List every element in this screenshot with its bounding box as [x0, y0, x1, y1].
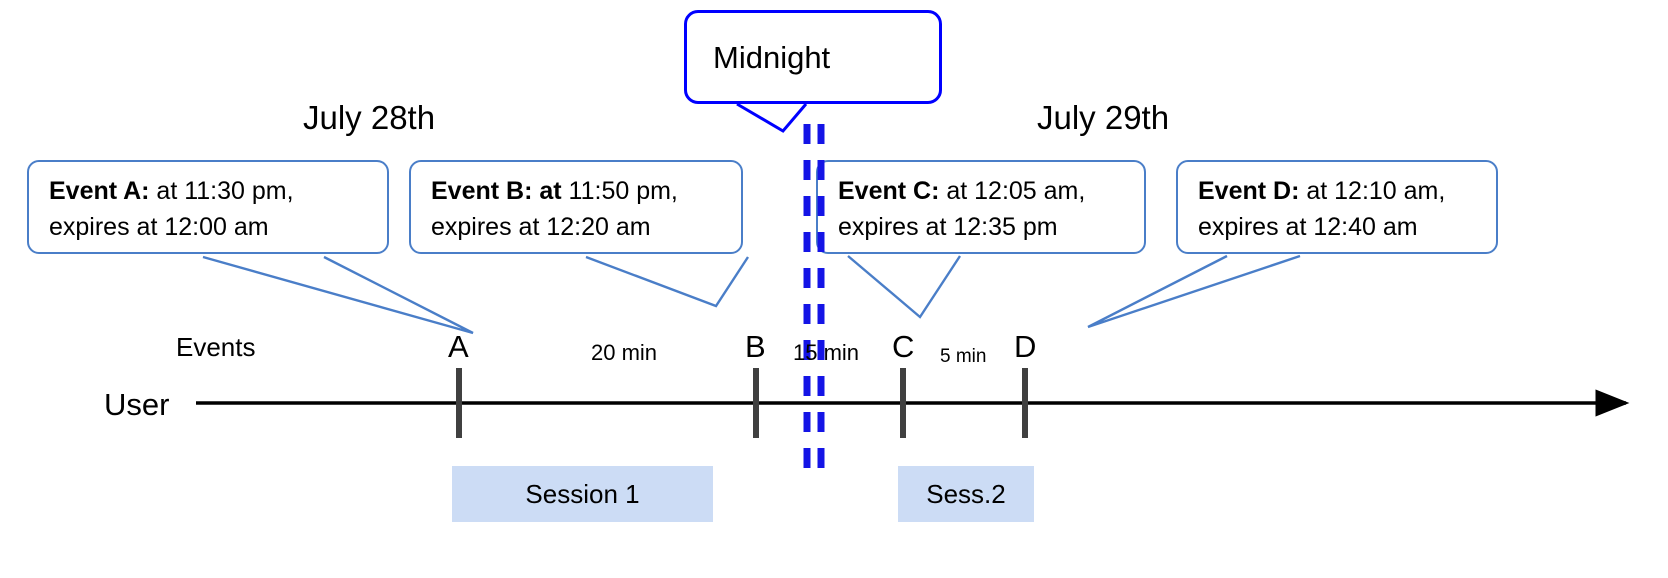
- events-row-label: Events: [176, 332, 256, 362]
- callout-event-d: Event D: at 12:10 am, expires at 12:40 a…: [1176, 160, 1498, 254]
- callout-event-d-bold: Event D:: [1198, 177, 1300, 205]
- gap-label-c-to-d: 5 min: [940, 346, 987, 367]
- callout-event-d-line2: expires at 12:40 am: [1198, 213, 1418, 241]
- callout-event-d-rest: at 12:10 am,: [1299, 177, 1446, 205]
- event-letter-a: A: [448, 329, 469, 364]
- midnight-callout-box: Midnight: [684, 10, 942, 104]
- leader-line-event-a: [202, 255, 474, 335]
- midnight-tail: [736, 102, 808, 133]
- event-letter-b: B: [745, 329, 766, 364]
- callout-event-c-line2: expires at 12:35 pm: [838, 213, 1058, 241]
- callout-event-a-line2: expires at 12:00 am: [49, 213, 269, 241]
- callout-event-a-bold: Event A:: [49, 177, 150, 205]
- callout-event-b-rest: 11:50 pm,: [561, 177, 678, 205]
- leader-line-event-d: [1087, 254, 1301, 329]
- leader-line-event-c: [847, 255, 962, 319]
- gap-label-b-to-c: 15 min: [793, 340, 860, 365]
- callout-event-a-line1: Event A: at 11:30 pm,: [49, 173, 373, 209]
- midnight-label: Midnight: [713, 39, 831, 75]
- callout-event-a-rest: at 11:30 pm,: [149, 177, 294, 205]
- callout-event-c: Event C: at 12:05 am, expires at 12:35 p…: [816, 160, 1146, 254]
- callout-event-a: Event A: at 11:30 pm, expires at 12:00 a…: [27, 160, 389, 254]
- session-box-2-label: Sess.2: [926, 478, 1006, 509]
- callout-event-b-line1: Event B: at 11:50 pm,: [431, 173, 727, 209]
- callout-event-c-rest: at 12:05 am,: [939, 177, 1086, 205]
- event-letter-d: D: [1014, 329, 1037, 364]
- gap-label-a-to-b: 20 min: [591, 340, 658, 365]
- callout-event-c-bold: Event C:: [838, 177, 940, 205]
- date-label-july-28: July 28th: [303, 99, 436, 136]
- callout-event-b-bold: Event B: at: [431, 177, 562, 205]
- callout-event-d-line1: Event D: at 12:10 am,: [1198, 173, 1482, 209]
- leader-line-event-b: [585, 255, 750, 308]
- session-box-1: Session 1: [452, 466, 713, 522]
- date-label-july-29: July 29th: [1037, 99, 1170, 136]
- callout-event-b: Event B: at 11:50 pm, expires at 12:20 a…: [409, 160, 743, 254]
- session-box-2: Sess.2: [898, 466, 1034, 522]
- user-row-label: User: [104, 387, 170, 422]
- callout-event-b-line2: expires at 12:20 am: [431, 213, 651, 241]
- session-box-1-label: Session 1: [525, 478, 640, 509]
- callout-event-c-line1: Event C: at 12:05 am,: [838, 173, 1130, 209]
- event-letter-c: C: [892, 329, 915, 364]
